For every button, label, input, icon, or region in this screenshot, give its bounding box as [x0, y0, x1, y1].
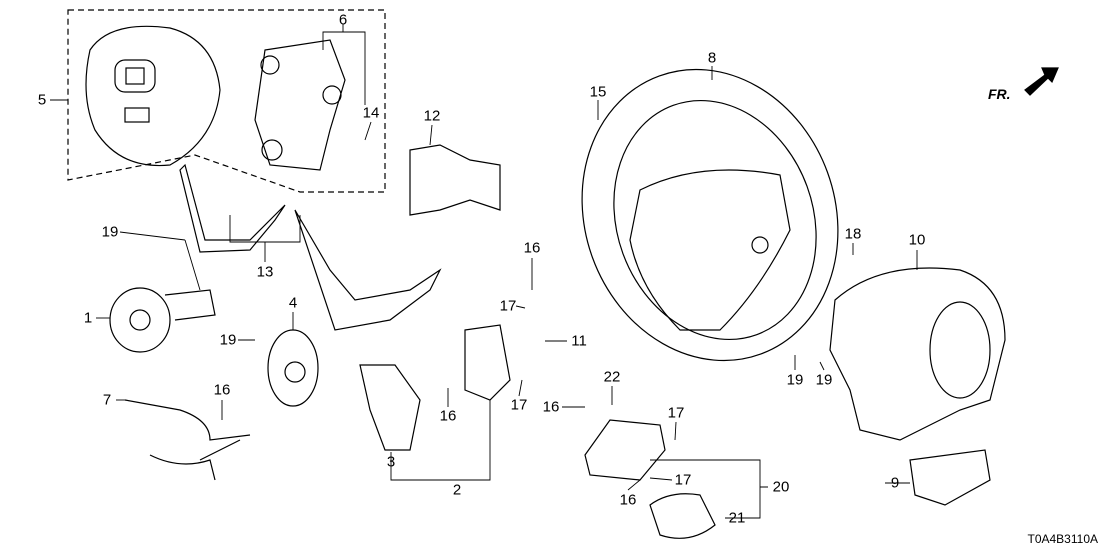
callout-2: 2	[452, 481, 462, 499]
paddle-cover	[649, 493, 716, 539]
callout-12: 12	[423, 107, 441, 125]
callout-5: 5	[37, 91, 47, 109]
callout-14: 14	[362, 104, 380, 122]
callout-16: 16	[542, 398, 560, 416]
callout-3: 3	[386, 453, 396, 471]
callout-18: 18	[844, 225, 862, 243]
callout-1: 1	[83, 309, 93, 327]
callout-16: 16	[213, 381, 231, 399]
left-switch	[109, 287, 216, 353]
cover-9	[909, 449, 991, 506]
right-switch	[464, 324, 511, 401]
callout-13: 13	[256, 263, 274, 281]
lower-garnish	[179, 163, 286, 253]
callout-15: 15	[589, 83, 607, 101]
callout-16: 16	[523, 239, 541, 257]
callout-11: 11	[571, 332, 587, 350]
callout-4: 4	[288, 294, 298, 312]
callout-17: 17	[499, 297, 517, 315]
callout-9: 9	[890, 474, 900, 492]
lower-cover	[294, 209, 442, 331]
callout-8: 8	[707, 49, 717, 67]
airbag-bracket	[254, 39, 346, 171]
callout-19: 19	[786, 371, 804, 389]
rear-cover	[829, 267, 1006, 441]
callout-17: 17	[510, 396, 528, 414]
diagram-code: T0A4B3110A	[1027, 532, 1099, 546]
front-arrow-icon	[1024, 67, 1059, 96]
steering-wheel	[581, 68, 839, 362]
switch-harness	[124, 399, 251, 481]
callout-22: 22	[603, 368, 621, 386]
callout-19: 19	[815, 371, 833, 389]
switch-4	[267, 329, 319, 407]
front-direction-label: FR.	[988, 86, 1011, 102]
airbag-module	[85, 25, 221, 167]
callout-17: 17	[674, 471, 692, 489]
callout-20: 20	[772, 478, 790, 496]
callout-7: 7	[102, 391, 112, 409]
callout-21: 21	[728, 509, 746, 527]
paddle-switch	[584, 419, 666, 481]
callout-17: 17	[667, 404, 685, 422]
leader-lines	[50, 24, 918, 519]
callout-16: 16	[619, 491, 637, 509]
airbag-group-box	[67, 9, 386, 193]
callout-19: 19	[219, 331, 237, 349]
callout-16: 16	[439, 407, 457, 425]
cover-3	[359, 364, 421, 451]
callout-19: 19	[101, 223, 119, 241]
sub-harness	[409, 144, 501, 216]
callout-10: 10	[908, 231, 926, 249]
callout-6: 6	[338, 11, 348, 29]
